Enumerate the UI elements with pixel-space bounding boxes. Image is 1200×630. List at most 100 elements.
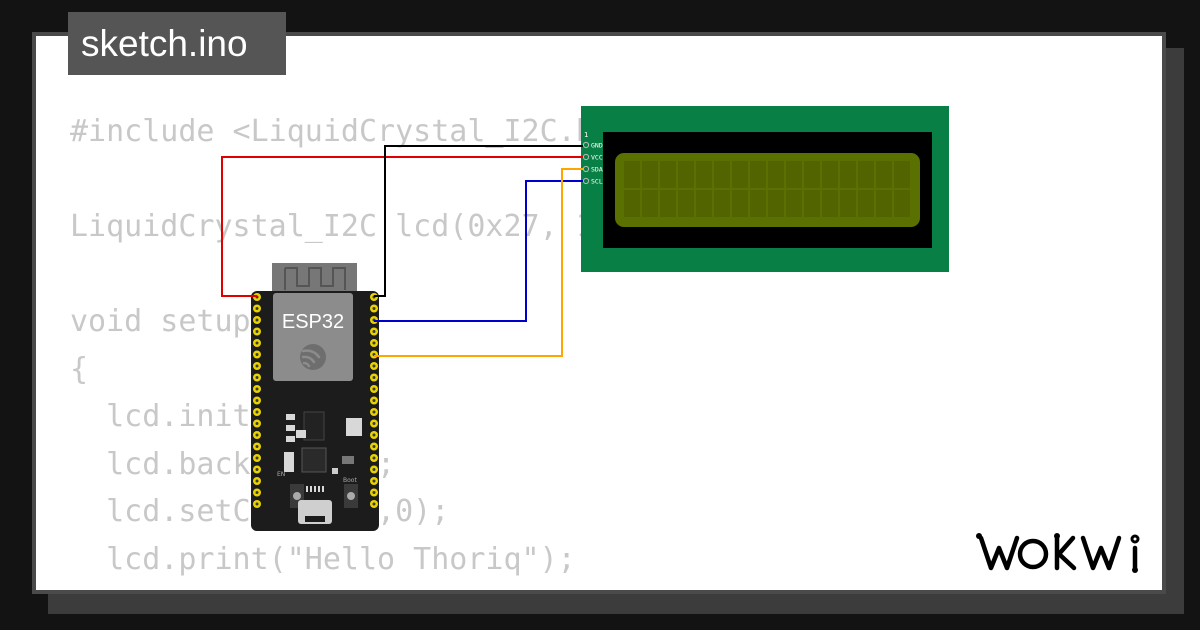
lcd-char-cell [822, 190, 838, 217]
scl-wire[interactable] [374, 180, 583, 322]
lcd-char-cell [732, 161, 748, 188]
lcd-display[interactable]: 1 GND VCC SDA SCL [581, 106, 949, 272]
esp32-pin-hole [255, 491, 259, 494]
usb-opening [305, 516, 325, 522]
esp32-pin-hole [372, 410, 376, 414]
esp32-pin-hole [255, 399, 259, 402]
lcd-char-cell [678, 190, 694, 217]
vcc-wire[interactable] [221, 156, 583, 297]
lcd-char-cell [858, 161, 874, 188]
smd-component [286, 414, 295, 420]
lcd-character-grid [624, 161, 910, 217]
lcd-pin-label-gnd: GND [591, 142, 603, 150]
voltage-regulator [303, 411, 325, 441]
lcd-char-cell [876, 161, 892, 188]
lcd-char-cell [804, 190, 820, 217]
lcd-pin-label-sda: SDA [591, 166, 603, 174]
lcd-char-cell [624, 161, 640, 188]
lcd-pin-scl[interactable] [582, 177, 590, 185]
lcd-char-cell [696, 190, 712, 217]
esp32-pin-hole [372, 445, 376, 448]
sda-wire[interactable] [374, 168, 583, 357]
diode [346, 418, 362, 436]
lcd-char-cell [876, 190, 892, 217]
lcd-char-cell [840, 190, 856, 217]
lcd-char-cell [840, 161, 856, 188]
esp32-pin-hole [255, 341, 259, 345]
usb-uart-chip [301, 447, 327, 473]
esp32-board[interactable]: ESP32 EN Boot [251, 263, 379, 531]
esp32-pin-hole [255, 433, 259, 437]
boot-button[interactable] [344, 484, 358, 508]
esp32-pin-hole [255, 468, 259, 471]
lcd-char-cell [822, 161, 838, 188]
wokwi-logo-letters [978, 534, 1140, 571]
esp32-pin-hole [372, 341, 376, 345]
lcd-pin-gnd[interactable] [582, 141, 590, 149]
esp32-pin-hole [255, 456, 259, 460]
lcd-char-cell [894, 161, 910, 188]
lcd-char-cell [714, 190, 730, 217]
esp32-module-shield [273, 293, 353, 381]
lcd-char-cell [786, 190, 802, 217]
esp32-pin-hole [372, 468, 376, 471]
esp32-pin-hole [372, 491, 376, 494]
lcd-char-cell [696, 161, 712, 188]
lcd-pin-vcc[interactable] [582, 153, 590, 161]
esp32-pin-hole [372, 479, 376, 483]
esp32-pin-hole [255, 410, 259, 414]
esp32-pin-hole [372, 502, 376, 506]
lcd-char-cell [732, 190, 748, 217]
esp32-pin-hole [255, 387, 259, 391]
boot-button-label: Boot [343, 477, 357, 484]
smd-component [332, 468, 338, 474]
esp32-pin-header-left [253, 293, 261, 508]
smd-component [286, 425, 295, 431]
en-button-label: EN [277, 471, 285, 478]
esp32-pin-hole [255, 479, 259, 483]
lcd-char-cell [660, 161, 676, 188]
lcd-char-cell [768, 161, 784, 188]
wokwi-logo [976, 533, 1140, 573]
lcd-pin-sda[interactable] [582, 165, 590, 173]
file-tab[interactable]: sketch.ino [68, 12, 286, 75]
espressif-icon [300, 344, 326, 370]
smd-component [286, 436, 295, 442]
antenna-trace [284, 267, 346, 290]
esp32-pin-hole [372, 307, 376, 310]
esp32-pin-hole [372, 376, 376, 379]
lcd-char-cell [714, 161, 730, 188]
lcd-char-cell [642, 161, 658, 188]
esp32-pin-hole [255, 422, 259, 425]
code-line-1: #include <LiquidCrystal_I2C.h> [70, 114, 612, 149]
esp32-pin-hole [255, 318, 259, 322]
esp32-pin-hole [372, 422, 376, 425]
lcd-char-cell [750, 161, 766, 188]
esp32-pin-hole [255, 502, 259, 506]
lcd-char-cell [642, 190, 658, 217]
esp32-pin-hole [255, 364, 259, 368]
lcd-char-cell [660, 190, 676, 217]
gnd-wire[interactable] [374, 145, 583, 297]
lcd-char-cell [858, 190, 874, 217]
esp32-pin-hole [372, 330, 376, 333]
lcd-char-cell [624, 190, 640, 217]
esp32-pin-hole [372, 364, 376, 368]
lcd-pin-label-scl: SCL [591, 178, 603, 186]
esp32-pin-hole [372, 387, 376, 391]
smd-component [284, 452, 294, 472]
esp32-pin-header-right [370, 293, 378, 508]
lcd-pin1-marker: 1 [584, 131, 588, 139]
smd-component [342, 456, 354, 464]
lcd-char-cell [768, 190, 784, 217]
lcd-pin-label-vcc: VCC [591, 154, 603, 162]
esp32-pin-hole [255, 445, 259, 448]
lcd-char-cell [678, 161, 694, 188]
esp32-pin-hole [372, 456, 376, 460]
esp32-pin-hole [255, 376, 259, 379]
esp32-pin-hole [372, 433, 376, 437]
lcd-pin-header: GND VCC SDA SCL [582, 141, 603, 186]
lcd-char-cell [786, 161, 802, 188]
esp32-pin-hole [255, 353, 259, 356]
code-line-6: { [70, 351, 89, 387]
